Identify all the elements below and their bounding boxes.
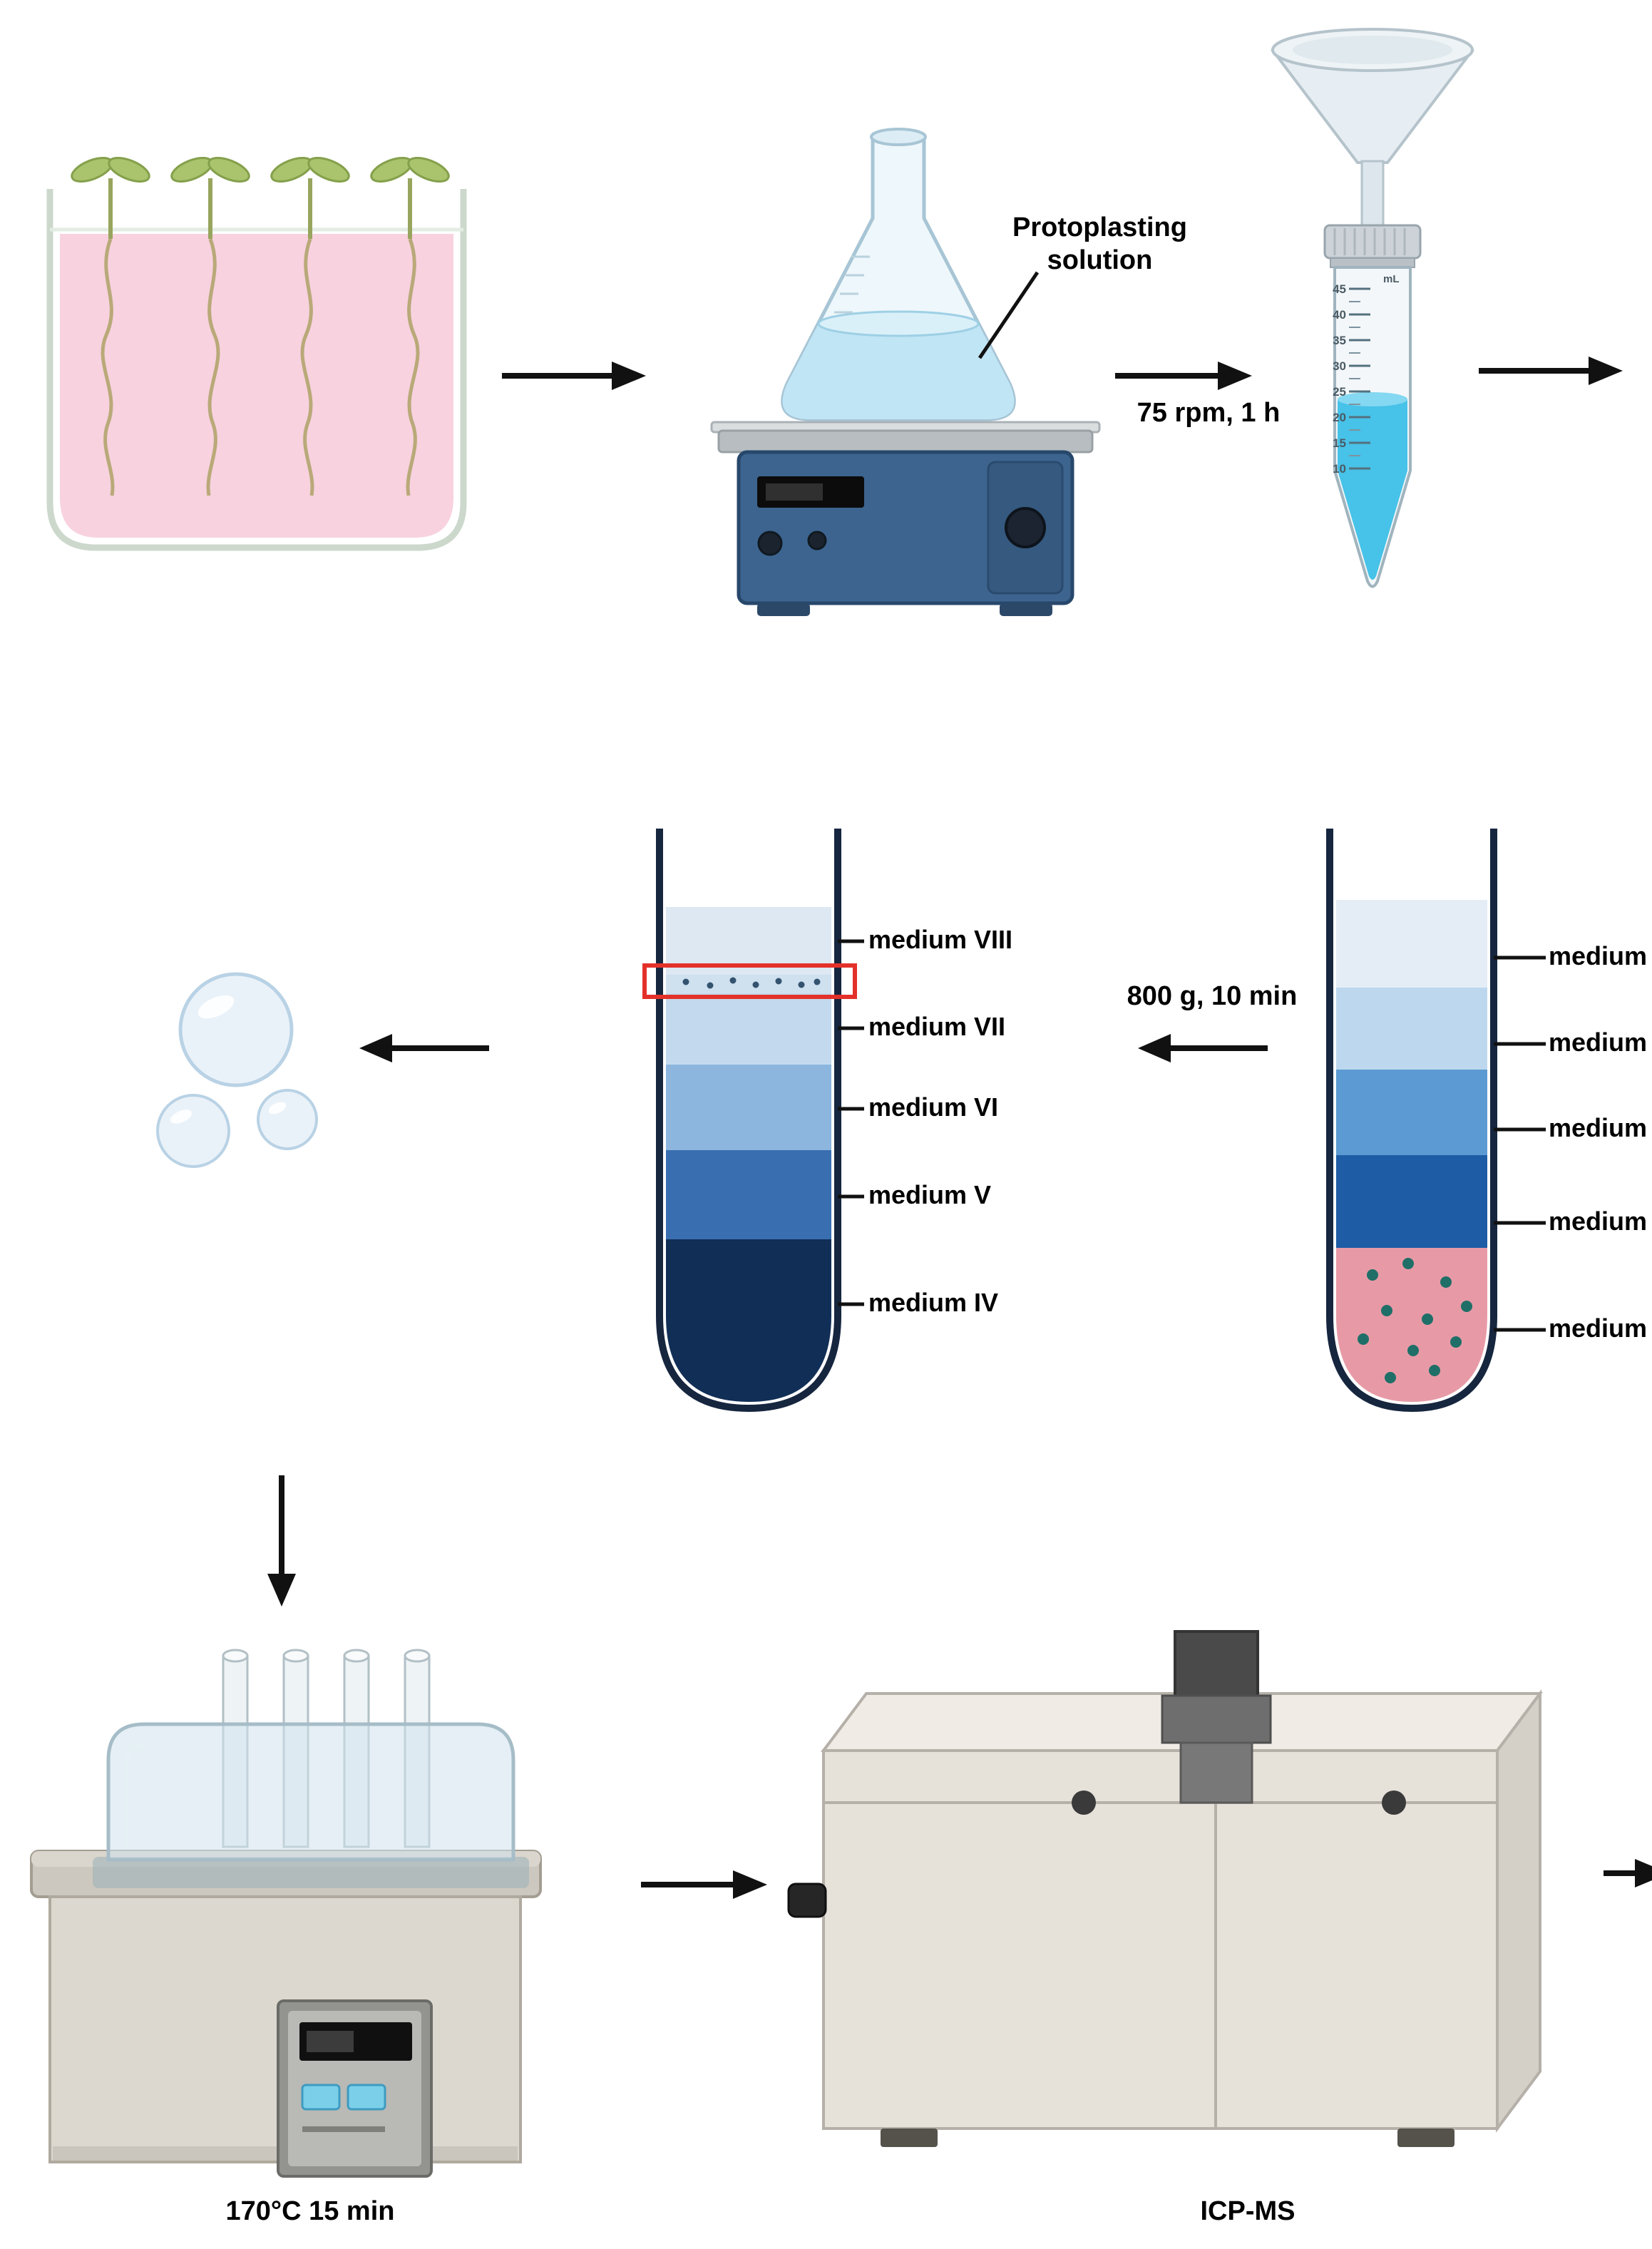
seedling-4 — [370, 157, 450, 496]
shaker-knob-1 — [757, 531, 783, 556]
icp-ms-label: ICP-MS — [1200, 2196, 1296, 2226]
tube-minor-ticks — [1349, 301, 1360, 456]
machine-front-face — [822, 1749, 1499, 2130]
icp-ms-illustration — [787, 1630, 1543, 2147]
graduation-30: 30 — [1333, 359, 1346, 373]
arrow-left-2 — [359, 1034, 489, 1062]
machine-right-face — [1496, 1689, 1541, 2133]
arrow-right-3 — [1479, 357, 1623, 385]
graduation-25: 25 — [1333, 385, 1346, 399]
medium-iv-label: medium IV — [868, 1288, 999, 1317]
graduation-15: 15 — [1333, 436, 1346, 450]
shaker-big-knob — [1005, 507, 1046, 548]
protoplast-band-dots — [682, 977, 821, 989]
protoplasting-pointer-line — [978, 271, 1040, 359]
funnel-stem — [1360, 160, 1385, 228]
orbital-shaker-illustration — [710, 128, 1101, 616]
protoplast-band-highlight-box — [642, 963, 857, 999]
protoplast-small-1 — [156, 1094, 230, 1168]
tube-cap — [1323, 224, 1422, 260]
right-tube-label-2: medium — [1549, 1028, 1648, 1057]
arrow-right-4 — [641, 1870, 767, 1899]
bath-button-1 — [301, 2084, 341, 2111]
medium-vii-label: medium VII — [868, 1012, 1006, 1041]
seedling-3 — [270, 157, 350, 496]
front-bolt-1 — [1072, 1791, 1096, 1815]
flask-liquid — [782, 322, 1015, 419]
label-tick-lines — [1494, 956, 1546, 1332]
shaker-knob-2 — [807, 531, 827, 550]
right-tube-label-1: medium — [1549, 941, 1648, 970]
centrifuged-gradient-tube-illustration — [1326, 829, 1546, 1413]
protoplast-small-2 — [257, 1089, 318, 1150]
protoplasting-label-line1: Protoplasting — [1012, 212, 1187, 242]
protoplasts-illustration — [156, 972, 318, 1168]
protoplasting-label-line2: solution — [1047, 245, 1153, 275]
funnel-conical-tube-illustration: mL 45 40 35 30 25 20 15 10 — [1270, 28, 1475, 588]
flask-liquid-surface — [817, 310, 980, 337]
arrow-right-5 — [1604, 1859, 1652, 1887]
graduation-20: 20 — [1333, 411, 1346, 424]
gradient-tube-illustration — [642, 829, 864, 1413]
bath-clear-lid — [106, 1722, 515, 1862]
side-knob — [787, 1882, 827, 1918]
pink-medium — [60, 234, 453, 538]
arrow-right-1 — [502, 362, 646, 390]
bath-button-2 — [347, 2084, 386, 2111]
seedling-1 — [71, 157, 150, 496]
graduation-40: 40 — [1333, 308, 1346, 322]
arrow-down-1 — [267, 1475, 296, 1607]
seedling-2 — [170, 157, 250, 496]
water-bath-illustration — [30, 1649, 542, 2178]
tube-unit-label: mL — [1383, 273, 1400, 285]
bath-opening — [93, 1857, 529, 1888]
exhaust-stack — [1174, 1630, 1259, 1699]
label-tick-lines — [838, 939, 864, 1306]
tube-blue-liquid — [1338, 399, 1407, 580]
medium-viii-label: medium VIII — [868, 925, 1013, 954]
front-bolt-2 — [1382, 1791, 1406, 1815]
right-tube-label-3: medium — [1549, 1113, 1648, 1142]
arrow-left-1 — [1138, 1034, 1268, 1062]
tube-layers — [1336, 900, 1487, 1402]
pellet-dots — [1358, 1258, 1472, 1383]
protoplasting-solution-label: Protoplasting solution — [977, 211, 1223, 277]
tube-major-ticks — [1349, 287, 1370, 470]
seedlings-vessel-illustration — [46, 157, 467, 551]
protoplast-large — [178, 972, 294, 1087]
tube-graduation-numbers: 45 40 35 30 25 20 15 10 — [1333, 282, 1346, 476]
right-tube-label-4: medium — [1549, 1207, 1648, 1236]
right-tube-label-5: medium — [1549, 1313, 1648, 1343]
graduation-10: 10 — [1333, 462, 1346, 476]
shaker-platform — [717, 429, 1094, 454]
centrifugation-conditions-label: 800 g, 10 min — [1127, 981, 1298, 1011]
arrow-right-2 — [1115, 362, 1252, 390]
flask-graduations — [834, 255, 870, 314]
medium-vi-label: medium VI — [868, 1092, 999, 1122]
medium-v-label: medium V — [868, 1180, 992, 1209]
water-bath-conditions-label: 170°C 15 min — [225, 2196, 395, 2226]
tube-layers — [666, 907, 831, 1402]
graduation-35: 35 — [1333, 334, 1346, 347]
flask-rim — [870, 128, 927, 146]
graduation-45: 45 — [1333, 282, 1346, 296]
shaking-conditions-label: 75 rpm, 1 h — [1137, 398, 1281, 428]
